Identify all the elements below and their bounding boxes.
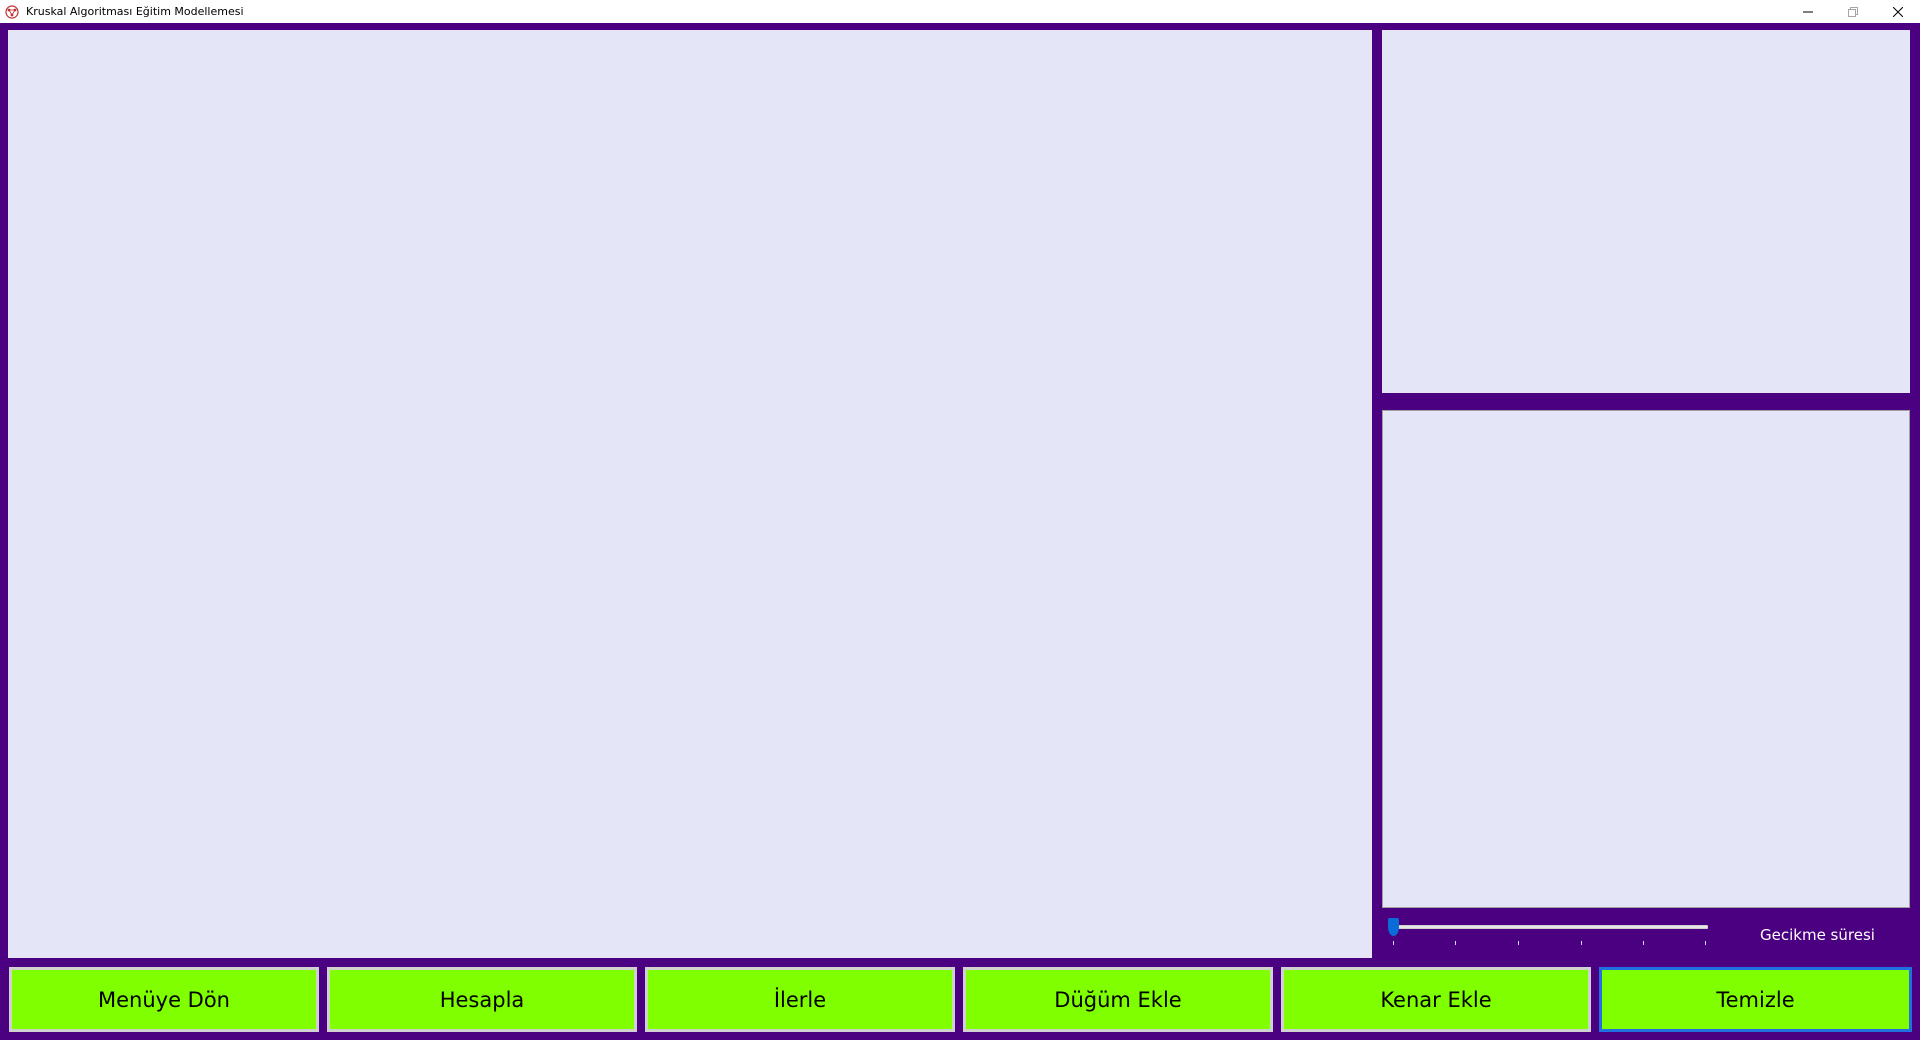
window-title: Kruskal Algoritması Eğitim Modellemesi bbox=[26, 5, 244, 18]
close-icon bbox=[1892, 6, 1903, 17]
menu-return-button[interactable]: Menüye Dön bbox=[9, 967, 319, 1032]
slider-tick bbox=[1705, 941, 1706, 945]
main-window: Gecikme süresi Menüye Dön Hesapla İlerle… bbox=[0, 23, 1920, 1040]
slider-tick bbox=[1518, 941, 1519, 945]
slider-tick bbox=[1643, 941, 1644, 945]
calculate-button[interactable]: Hesapla bbox=[327, 967, 637, 1032]
minimize-icon bbox=[1802, 11, 1813, 12]
slider-tick bbox=[1581, 941, 1582, 945]
add-node-button[interactable]: Düğüm Ekle bbox=[963, 967, 1273, 1032]
slider-tick bbox=[1455, 941, 1456, 945]
close-button[interactable] bbox=[1875, 0, 1920, 23]
next-step-button[interactable]: İlerle bbox=[645, 967, 955, 1032]
graph-app-icon bbox=[4, 4, 20, 20]
edge-list-panel bbox=[1382, 30, 1910, 393]
slider-track bbox=[1392, 924, 1708, 929]
title-bar[interactable]: Kruskal Algoritması Eğitim Modellemesi bbox=[0, 0, 1920, 23]
graph-canvas[interactable] bbox=[8, 30, 1372, 958]
delay-label: Gecikme süresi bbox=[1760, 926, 1875, 944]
slider-thumb[interactable] bbox=[1388, 918, 1399, 936]
restore-button[interactable] bbox=[1830, 0, 1875, 23]
window-controls bbox=[1785, 0, 1920, 23]
step-log-panel bbox=[1382, 410, 1910, 908]
clear-button[interactable]: Temizle bbox=[1599, 967, 1912, 1032]
add-edge-button[interactable]: Kenar Ekle bbox=[1281, 967, 1591, 1032]
slider-tick bbox=[1393, 941, 1394, 945]
restore-icon bbox=[1847, 6, 1858, 17]
delay-slider[interactable] bbox=[1388, 915, 1712, 947]
minimize-button[interactable] bbox=[1785, 0, 1830, 23]
